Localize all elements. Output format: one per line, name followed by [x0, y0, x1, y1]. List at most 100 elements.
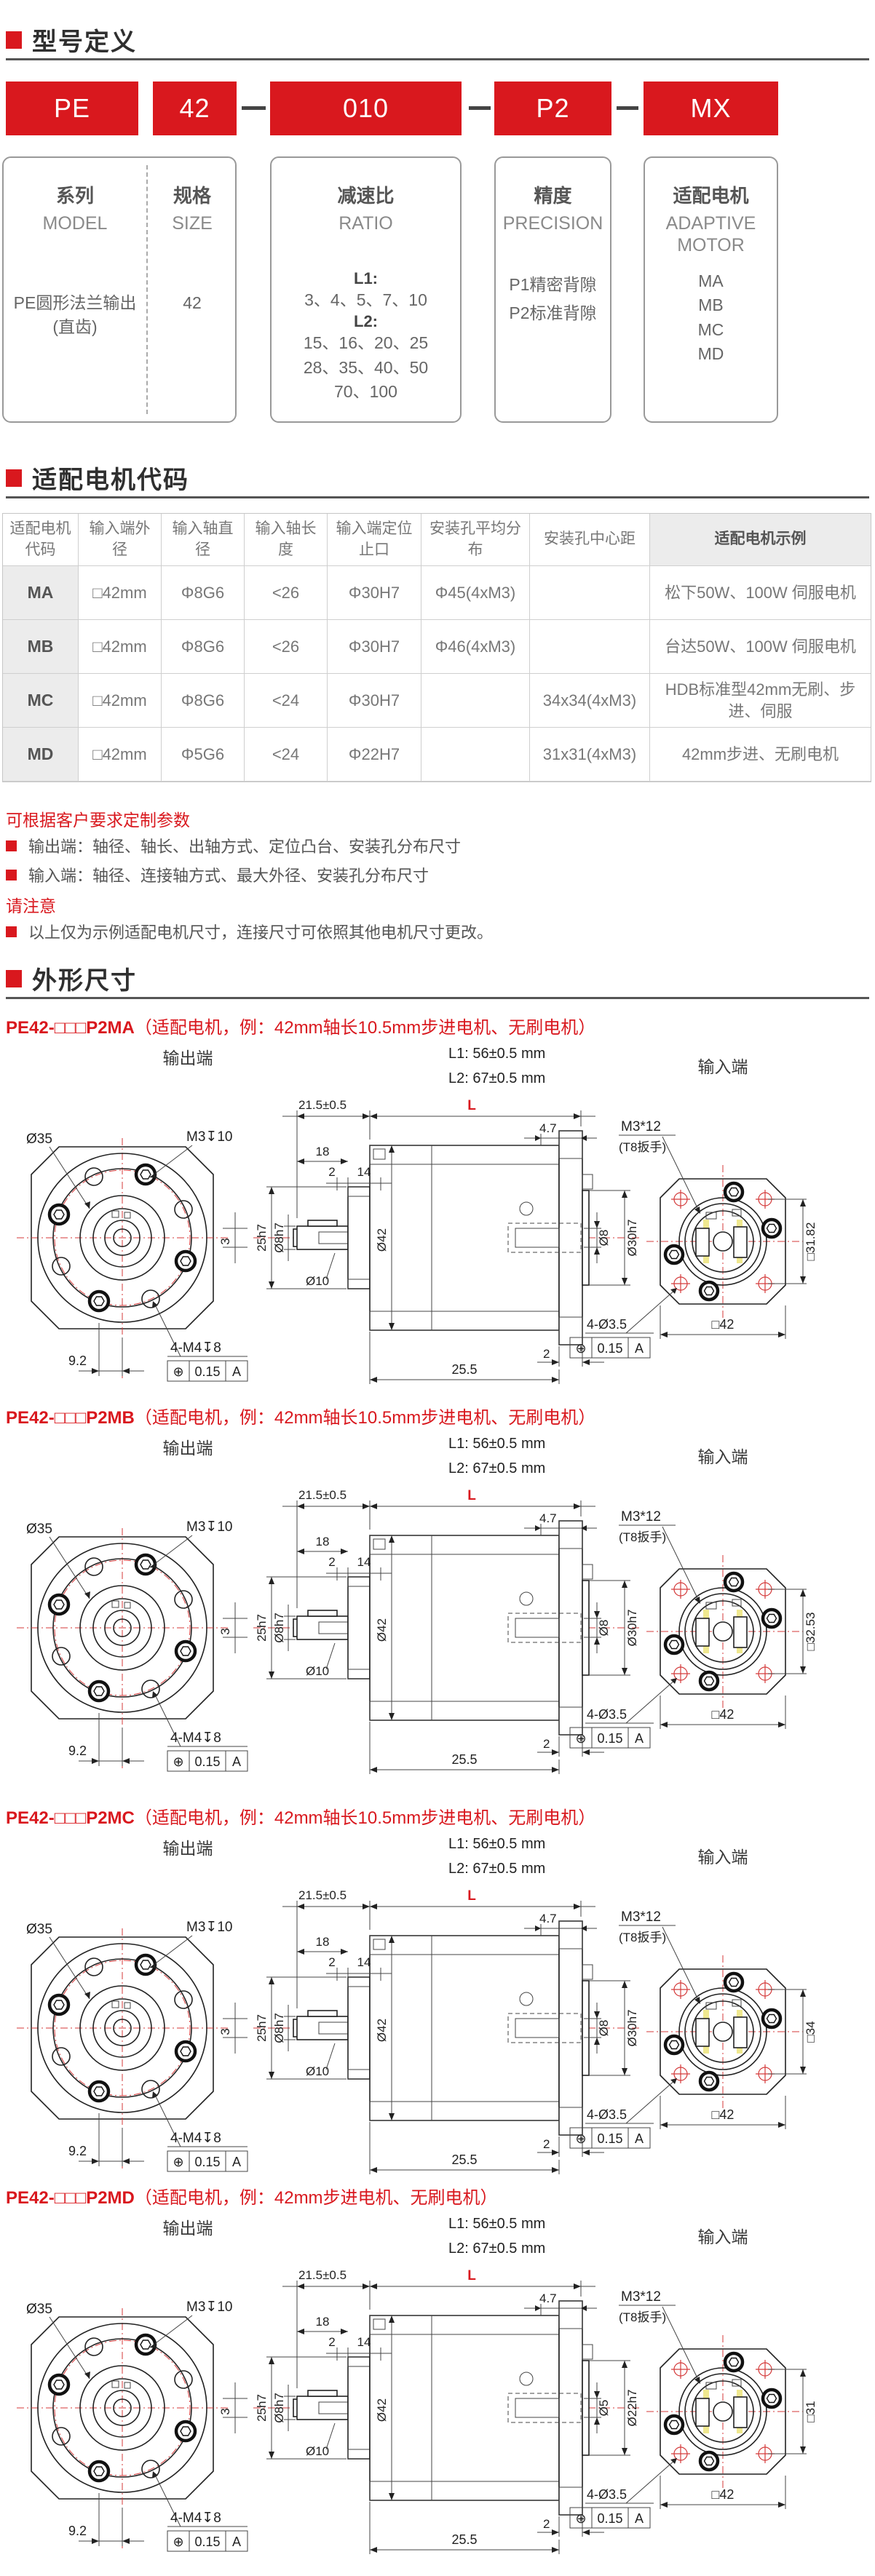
- hex-socket-screw-icon: [47, 1593, 71, 1616]
- datum-letter: A: [232, 1754, 241, 1769]
- dimension-drawing-block: PE42-□□□P2MA（适配电机，例：42mm轴长10.5mm步进电机、无刷电…: [0, 1013, 875, 1406]
- output-mount-tap-label: 4-M4↧8: [170, 2511, 221, 2526]
- code-dash-icon: [469, 106, 491, 110]
- technical-drawing: 输出端 L1: 56±0.5 mm L2: 67±0.5 mm 输入端 Ø35 …: [17, 1836, 817, 2174]
- spec-box-precision: 精度 PRECISION P1精密背隙 P2标准背隙: [494, 156, 611, 423]
- table-header-cell: 输入端定位止口: [328, 514, 421, 566]
- dim-25-5: 25.5: [451, 1752, 477, 1767]
- dimension-drawing-block: PE42-□□□P2MD（适配电机，例：42mm步进电机、无刷电机） 输出端 L…: [0, 2183, 875, 2576]
- wrench-note: (T8扳手): [619, 1931, 666, 1944]
- cell-holes-square: [530, 620, 650, 674]
- dim-9-2: 9.2: [68, 1744, 87, 1758]
- mounting-hole-icon: [671, 1580, 690, 1599]
- dim-9-2: 9.2: [68, 1353, 87, 1368]
- red-square-bullet-icon: [6, 469, 22, 487]
- cell-motor-example: 松下50W、100W 伺服电机: [650, 566, 871, 620]
- drawing-note: （适配电机，例：42mm轴长10.5mm步进电机、无刷电机）: [134, 1018, 596, 1038]
- cell-input-od: □42mm: [79, 728, 162, 782]
- drawing-title: PE42-□□□P2MB（适配电机，例：42mm轴长10.5mm步进电机、无刷电…: [6, 1403, 595, 1428]
- table-header-cell: 安装孔平均分布: [421, 514, 530, 566]
- motor-item: MD: [697, 344, 724, 364]
- red-square-bullet-icon: [6, 969, 22, 987]
- dim-bolt-square: □31.82: [804, 1223, 817, 1261]
- cell-shaft-length: <24: [245, 728, 328, 782]
- dim-2b: 2: [543, 1347, 550, 1361]
- hex-socket-screw-icon: [663, 2414, 685, 2436]
- dim-21-5: 21.5±0.5: [298, 1888, 347, 1902]
- drawing-model: PE42-□□□P2MA: [6, 1018, 135, 1038]
- cell-holes-circle: Φ45(4xM3): [421, 566, 530, 620]
- cell-motor-code: MD: [3, 728, 79, 782]
- dim-3: 3: [218, 2028, 232, 2035]
- dim-3: 3: [218, 2408, 232, 2414]
- output-tap-label: M3↧10: [186, 1129, 232, 1145]
- tolerance-value: 0.15: [597, 2131, 622, 2146]
- output-end-label: 输出端: [163, 1839, 213, 1858]
- notice-title: 请注意: [6, 897, 56, 915]
- motor-item: MB: [698, 295, 724, 315]
- table-header-cell: 输入轴长度: [245, 514, 328, 566]
- ratio-l1-values: 3、4、5、7、10: [304, 290, 427, 309]
- hex-socket-screw-icon: [174, 1249, 197, 1273]
- table-header-cell: 输入轴直径: [162, 514, 245, 566]
- l2-dimension: L2: 67±0.5 mm: [448, 1070, 545, 1086]
- output-flange-outline: [31, 2316, 214, 2500]
- dim-14: 14: [357, 1555, 371, 1569]
- table-header-row: 适配电机代码输入端外径输入轴直径输入轴长度输入端定位止口安装孔平均分布安装孔中心…: [3, 514, 871, 566]
- hex-socket-screw-icon: [87, 1679, 111, 1703]
- datum-letter: A: [635, 1731, 644, 1746]
- model-code-size: 42: [153, 82, 237, 135]
- hex-socket-screw-icon: [761, 2008, 783, 2030]
- dim-4-7: 4.7: [539, 1121, 557, 1135]
- l1-dimension: L1: 56±0.5 mm: [448, 1836, 545, 1852]
- dim-bolt-square: □32.53: [804, 1613, 817, 1651]
- dim-input-bore: Ø8: [597, 1230, 611, 1247]
- dim-2b: 2: [543, 2517, 550, 2531]
- output-end-label: 输出端: [163, 2219, 213, 2238]
- dim-2a: 2: [328, 2335, 335, 2349]
- tolerance-value: 0.15: [597, 1341, 622, 1356]
- dim-4-7: 4.7: [539, 1912, 557, 1925]
- dim-flange-square: □42: [712, 1707, 735, 1722]
- hex-socket-screw-icon: [723, 1181, 745, 1203]
- spec-label-en: SIZE: [172, 213, 213, 234]
- red-square-bullet-icon: [6, 31, 22, 49]
- drawing-model: PE42-□□□P2MD: [6, 2188, 135, 2208]
- input-end-label: 输入端: [698, 2227, 748, 2246]
- output-mount-tap-label: 4-M4↧8: [170, 1340, 221, 1356]
- mounting-hole-icon: [671, 1190, 690, 1209]
- datum-letter: A: [232, 1364, 241, 1379]
- input-mount-holes-label: 4-Ø3.5: [587, 1317, 627, 1332]
- cell-pilot: Φ30H7: [328, 674, 421, 728]
- hex-socket-screw-icon: [174, 2420, 197, 2443]
- mounting-hole-icon: [671, 2444, 690, 2463]
- note-text: 输入端：轴径、连接轴方式、最大外径、安装孔分布尺寸: [28, 867, 429, 885]
- dim-L: L: [467, 1098, 476, 1113]
- dim-flange-square: □42: [712, 1317, 735, 1332]
- position-tolerance-icon: ⊕: [575, 1341, 586, 1356]
- technical-drawing: 输出端 L1: 56±0.5 mm L2: 67±0.5 mm 输入端 Ø35 …: [17, 2216, 817, 2554]
- section-title: 适配电机代码: [32, 466, 189, 494]
- table-row: MD □42mm Φ5G6 <24 Φ22H7 31x31(4xM3) 42mm…: [3, 728, 871, 782]
- dim-2a: 2: [328, 1555, 335, 1569]
- cell-holes-square: [530, 566, 650, 620]
- dim-25h7: 25h7: [255, 1224, 269, 1252]
- dim-18: 18: [316, 2315, 330, 2329]
- model-code-precision: P2: [494, 82, 611, 135]
- cell-shaft-diameter: Φ8G6: [162, 674, 245, 728]
- ratio-l2-values-3: 70、100: [334, 382, 397, 402]
- hex-socket-screw-icon: [698, 2070, 720, 2092]
- cell-motor-code: MC: [3, 674, 79, 728]
- dim-L: L: [467, 1888, 476, 1904]
- cell-shaft-length: <26: [245, 566, 328, 620]
- dim-14: 14: [357, 1955, 371, 1969]
- spec-box-model-size: 系列 MODEL PE圆形法兰输出 (直齿) 规格 SIZE 42: [2, 156, 237, 423]
- tolerance-value: 0.15: [194, 1364, 220, 1379]
- dim-input-pilot: Ø22h7: [625, 2389, 639, 2426]
- dim-flange-square: □42: [712, 2487, 735, 2502]
- tolerance-value: 0.15: [597, 1731, 622, 1746]
- cell-shaft-diameter: Φ5G6: [162, 728, 245, 782]
- ratio-l2-values-1: 15、16、20、25: [303, 333, 429, 353]
- table-header-cell: 适配电机代码: [3, 514, 79, 566]
- dim-10: Ø10: [306, 2064, 329, 2078]
